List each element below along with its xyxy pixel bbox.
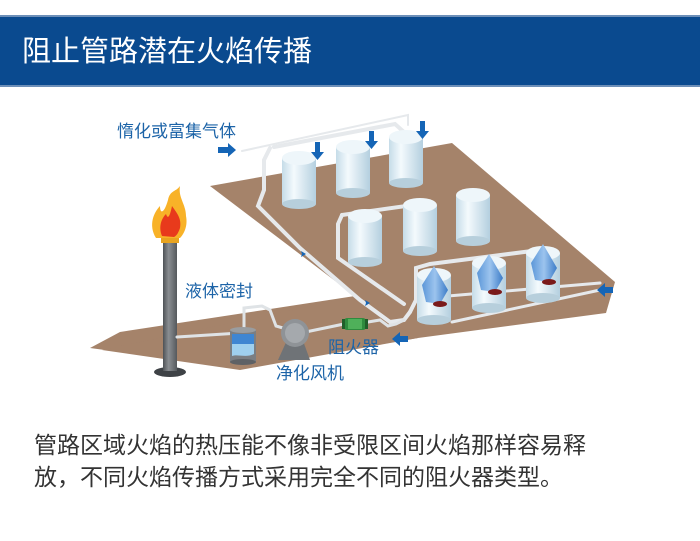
arrow-right-icon [218, 143, 236, 157]
flare-stack [154, 237, 186, 377]
tank-with-bag [526, 244, 560, 303]
tank-with-bag [417, 266, 451, 325]
arrow-small-icon [296, 251, 306, 257]
purge-blower [278, 319, 310, 360]
flame-icon [152, 186, 187, 238]
flow-arrows [218, 121, 613, 346]
pipeline-diagram [90, 113, 615, 377]
label-inert-gas: 惰化或富集气体 [117, 122, 236, 142]
arrow-down-icon [416, 121, 429, 139]
tank-row-2 [348, 188, 490, 267]
tank [282, 151, 316, 209]
header-banner: 阻止管路潜在火焰传播 [0, 15, 700, 87]
tank-row-3 [417, 244, 560, 325]
caption-line-2: 放，不同火焰传播方式采用完全不同的阻火器类型。 [34, 465, 563, 491]
arrow-left-icon [597, 283, 613, 297]
exhaust-pipe [175, 304, 406, 342]
caption-text: 管路区域火焰的热压能不像非受限区间火焰那样容易释 放，不同火焰传播方式采用完全不… [34, 430, 674, 494]
label-liquid-seal: 液体密封 [185, 282, 253, 302]
tank-row-1 [282, 130, 423, 209]
tank [456, 188, 490, 246]
label-purge-blower: 净化风机 [276, 364, 344, 384]
arrow-down-icon [311, 142, 324, 160]
arrow-down-icon [365, 131, 378, 149]
arrow-left-icon [392, 332, 408, 346]
tank [348, 209, 382, 267]
arrow-small-icon [360, 300, 370, 306]
caption-line-1: 管路区域火焰的热压能不像非受限区间火焰那样容易释 [34, 433, 586, 459]
liquid-seal [230, 327, 256, 365]
ground-lower-strip [102, 298, 418, 370]
tank [403, 198, 437, 256]
label-flame-arrester: 阻火器 [328, 338, 379, 358]
tank-with-bag [472, 254, 506, 313]
flame-arrester-icon [342, 318, 368, 330]
page-title: 阻止管路潜在火焰传播 [22, 34, 313, 68]
tank [389, 130, 423, 188]
tank [336, 140, 370, 198]
